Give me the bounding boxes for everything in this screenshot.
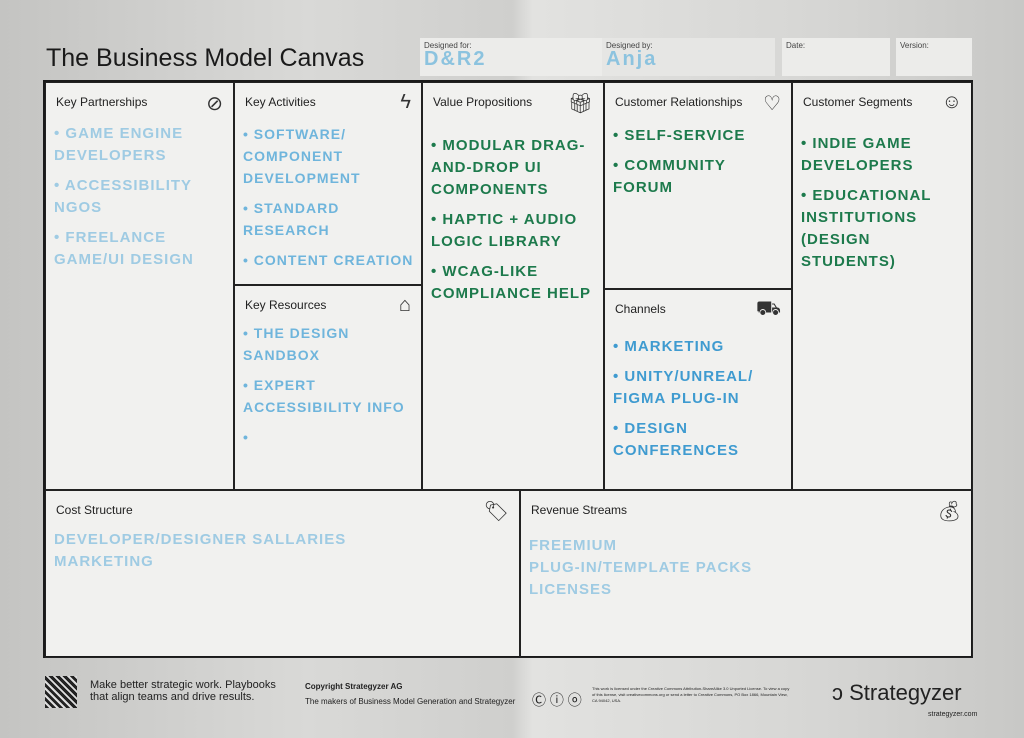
list-item: • Content creation — [243, 252, 414, 268]
block-title: Revenue Streams — [531, 503, 628, 517]
business-model-canvas: Key Partnerships ⊘ • Game engine develope… — [43, 80, 973, 658]
list-item: • Self-service — [613, 127, 746, 144]
link-icon: ⊘ — [206, 93, 223, 115]
list-item: • Marketing — [613, 338, 725, 355]
list-item: Developer/designer sallaries — [54, 531, 347, 548]
key-activities-block: Key Activities ϟ • Software/ component de… — [234, 82, 422, 285]
block-title: Key Activities — [245, 95, 316, 109]
brand-name: Strategyzer — [849, 680, 962, 705]
list-item: Marketing — [54, 553, 154, 570]
list-item: Plug-in/template packs — [529, 559, 753, 576]
list-item: • Educational institutions (design stude… — [801, 187, 932, 270]
list-item: Licenses — [529, 581, 613, 598]
date-field: Date: — [782, 38, 890, 76]
customer-relationships-block: Customer Relationships ♡ • Self-service • … — [604, 82, 792, 289]
designed-for-label: Designed for: — [424, 41, 472, 50]
designed-by-field: Designed by:Anja — [602, 38, 775, 76]
channels-block: Channels ⛟ • Marketing • Unity/Unreal/ Fig… — [604, 289, 792, 490]
block-title: Channels — [615, 302, 666, 316]
version-label: Version: — [900, 41, 929, 50]
price-tag-icon: 🏷︎ — [483, 501, 509, 523]
list-item: • Accessibility NGOs — [54, 177, 192, 216]
license-text: This work is licensed under the Creative… — [592, 686, 790, 703]
block-title: Value Propositions — [433, 95, 533, 109]
list-item: • Haptic + audio logic library — [431, 211, 578, 250]
designed-by-value: Anja — [606, 48, 658, 70]
page-title: The Business Model Canvas — [46, 44, 365, 72]
gift-icon: 🎁︎ — [567, 93, 593, 115]
block-title: Cost Structure — [56, 503, 133, 517]
version-field: Version: — [896, 38, 972, 76]
list-item: • Indie game developers — [801, 135, 914, 174]
face-icon: ☺ — [941, 91, 962, 113]
date-label: Date: — [786, 41, 806, 50]
list-item: • Software/ component development — [243, 126, 361, 186]
factory-icon: ⌂ — [398, 294, 411, 316]
designed-by-label: Designed by: — [606, 41, 653, 50]
key-resources-block: Key Resources ⌂ • The design sandbox • Exp… — [234, 285, 422, 490]
lightning-icon: ϟ — [400, 91, 411, 113]
list-item: • Unity/Unreal/ Figma plug-in — [613, 368, 754, 407]
block-title: Customer Segments — [803, 95, 913, 109]
tagline-line: that align teams and drive results. — [90, 691, 255, 703]
list-item: Freemium — [529, 537, 617, 554]
strategyzer-logo: ↄ Strategyzer — [832, 680, 962, 706]
cc-license-icons: Ⓒ ⓘ ⓞ — [532, 692, 582, 708]
truck-icon: ⛟ — [755, 298, 781, 320]
value-propositions-block: Value Propositions 🎁︎ • Modular drag-and-… — [422, 82, 604, 490]
key-partnerships-block: Key Partnerships ⊘ • Game engine develope… — [45, 82, 234, 490]
list-item: • WCAG-like compliance help — [431, 263, 592, 302]
tagline-line: Make better strategic work. Playbooks — [90, 679, 276, 691]
money-bag-icon: 💰︎ — [936, 501, 962, 523]
website-url: strategyzer.com — [928, 711, 978, 718]
list-item: • The design sandbox — [243, 325, 350, 363]
list-item: • Expert accessibility info — [243, 377, 405, 415]
list-item: • — [243, 429, 249, 445]
cost-structure-block: Cost Structure 🏷︎ Developer/designer sall… — [45, 490, 520, 658]
designed-for-value: D&R2 — [424, 48, 487, 70]
block-title: Key Partnerships — [56, 95, 148, 109]
block-title: Customer Relationships — [615, 95, 743, 109]
makers-text: The makers of Business Model Generation … — [305, 697, 516, 706]
block-title: Key Resources — [245, 298, 327, 312]
qr-code — [45, 676, 77, 708]
strategyzer-logo-icon: ↄ — [832, 680, 843, 705]
list-item: • Game engine developers — [54, 125, 184, 164]
copyright-text: Copyright Strategyzer AG — [305, 682, 403, 691]
list-item: • Freelance game/UI design — [54, 229, 194, 268]
list-item: • Standard research — [243, 200, 340, 238]
list-item: • Design conferences — [613, 420, 740, 459]
revenue-streams-block: Revenue Streams 💰︎ FreemiumPlug-in/templa… — [520, 490, 973, 658]
footer-copyright: Copyright Strategyzer AG The makers of Bu… — [305, 682, 515, 706]
list-item: • Modular drag-and-drop UI components — [431, 137, 586, 198]
list-item: • Community forum — [613, 157, 726, 196]
customer-segments-block: Customer Segments ☺ • Indie game develope… — [792, 82, 973, 490]
heart-icon: ♡ — [763, 93, 781, 115]
